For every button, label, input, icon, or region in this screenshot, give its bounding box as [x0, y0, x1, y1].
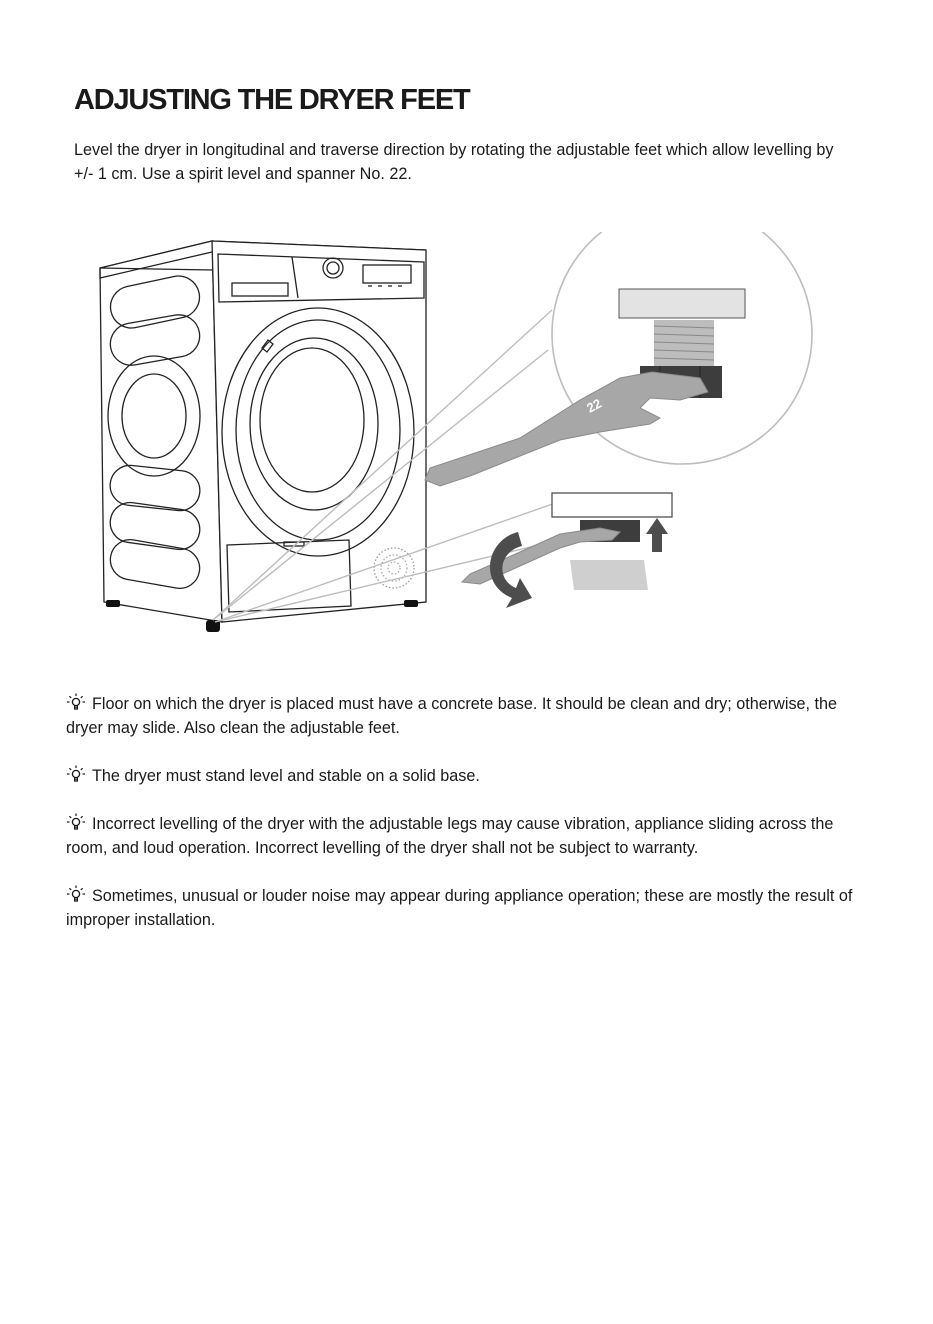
spanner-label: 22 [584, 396, 604, 416]
tip-item: Incorrect levelling of the dryer with th… [66, 812, 876, 860]
zoom-guide-lines [212, 309, 565, 623]
rotate-arrow-icon [489, 532, 532, 608]
page-title: ADJUSTING THE DRYER FEET [74, 84, 471, 116]
up-arrow-icon [646, 518, 668, 552]
dryer-appliance [99, 240, 427, 623]
dryer-feet [106, 600, 418, 632]
spanner: 22 [424, 371, 709, 487]
lightbulb-icon [67, 813, 85, 830]
tip-text: Incorrect levelling of the dryer with th… [66, 815, 834, 857]
tip-item: The dryer must stand level and stable on… [66, 764, 876, 788]
lightbulb-icon [67, 693, 85, 710]
intro-paragraph: Level the dryer in longitudinal and trav… [74, 141, 834, 183]
lightbulb-icon [67, 765, 85, 782]
tip-text: The dryer must stand level and stable on… [92, 767, 480, 785]
tip-text: Floor on which the dryer is placed must … [66, 695, 838, 737]
tips-list: Floor on which the dryer is placed must … [66, 692, 876, 956]
tip-text: Sometimes, unusual or louder noise may a… [66, 887, 853, 929]
tip-item: Sometimes, unusual or louder noise may a… [66, 884, 876, 932]
dryer-feet-illustration: 22 [99, 232, 813, 632]
lightbulb-icon [67, 885, 85, 902]
tip-item: Floor on which the dryer is placed must … [66, 692, 876, 740]
